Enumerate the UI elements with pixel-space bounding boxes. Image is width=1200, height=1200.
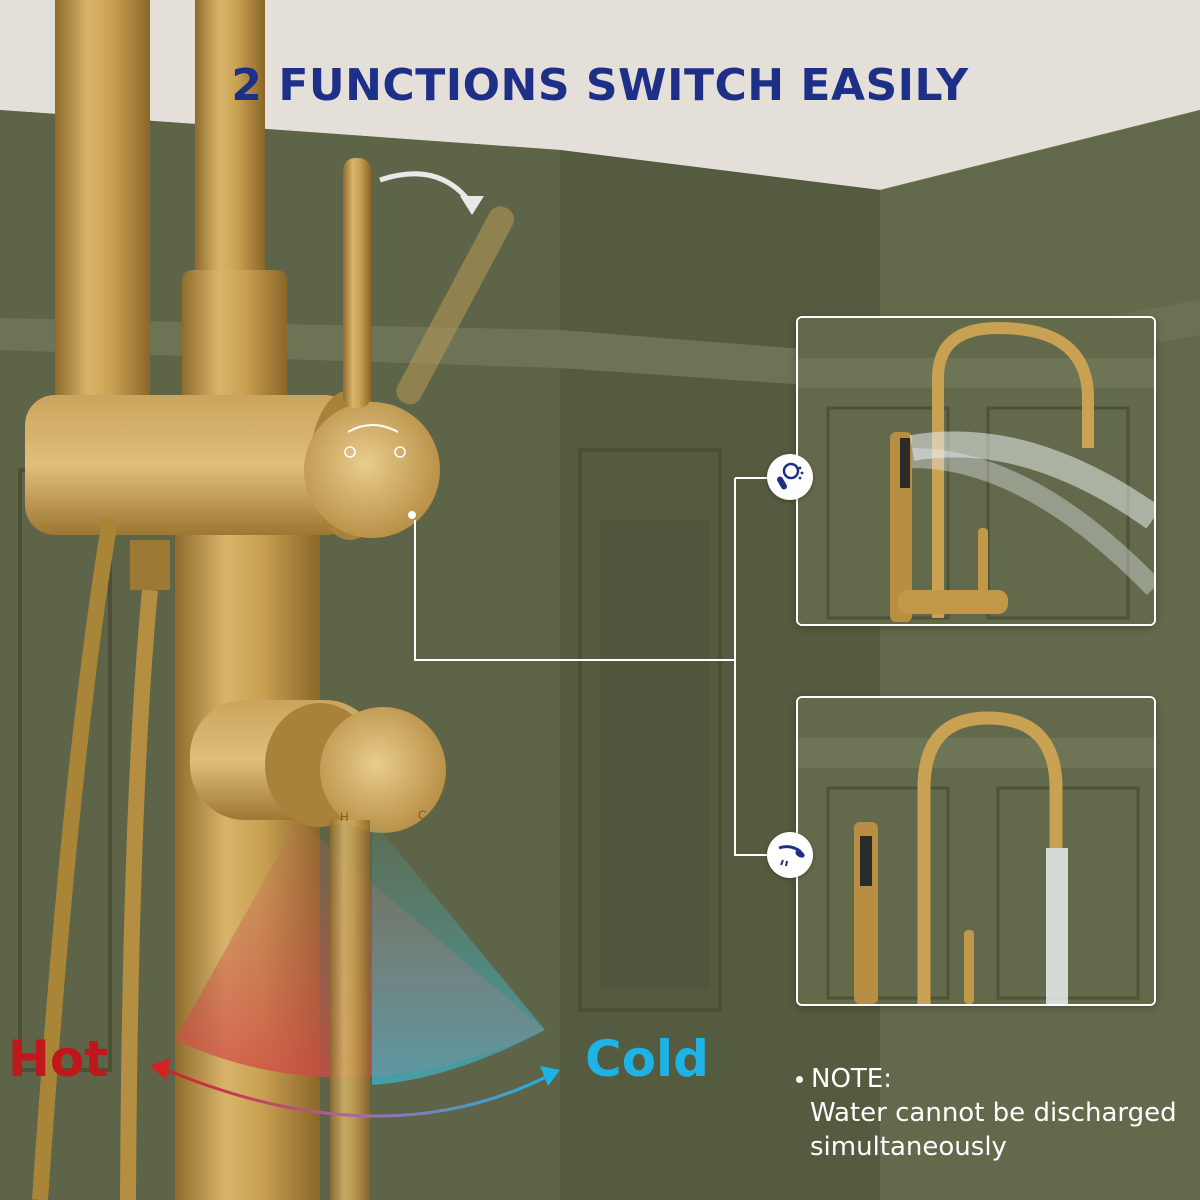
hot-knob-letter: H xyxy=(340,810,349,824)
note-heading: NOTE: xyxy=(811,1064,892,1094)
bullet-icon xyxy=(796,1075,803,1083)
handheld-shower-spray-icon xyxy=(767,454,813,500)
handheld-shower-off-icon xyxy=(767,832,813,878)
cold-label: Cold xyxy=(585,1030,709,1088)
cold-knob-letter: C xyxy=(418,808,427,822)
hot-label: Hot xyxy=(8,1030,109,1088)
note-heading-row: NOTE: xyxy=(796,1062,1186,1096)
note-block: NOTE: Water cannot be discharged simulta… xyxy=(796,1062,1186,1164)
handheld-shower-panel xyxy=(796,316,1156,626)
note-body: Water cannot be discharged simultaneousl… xyxy=(810,1098,1177,1162)
page-title: 2 FUNCTIONS SWITCH EASILY xyxy=(231,60,969,111)
tub-spout-photo xyxy=(798,698,1154,1004)
tub-spout-panel xyxy=(796,696,1156,1006)
handheld-shower-photo xyxy=(798,318,1154,624)
